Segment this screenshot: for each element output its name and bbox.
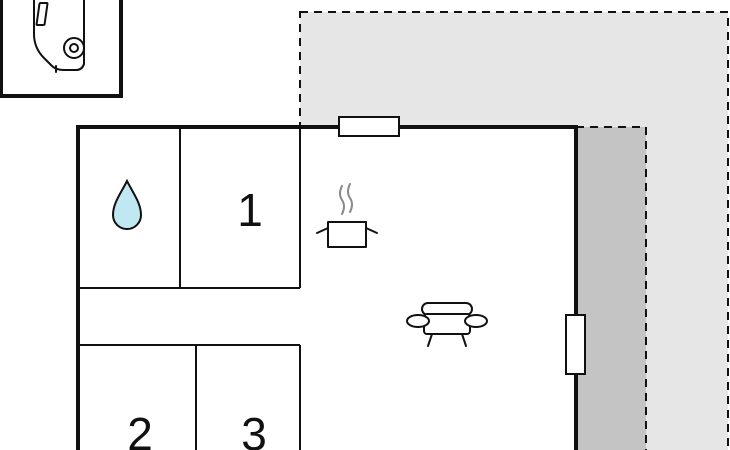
- exterior-walls: [76, 125, 578, 450]
- sofa-icon: [406, 302, 488, 347]
- room-label-3: 3: [241, 408, 267, 450]
- water-drop-icon: [111, 178, 143, 230]
- cooking-pot-icon: [316, 183, 378, 248]
- room-label-1: 1: [237, 184, 263, 236]
- room-label-2: 2: [127, 408, 153, 450]
- parking-box: [0, 0, 123, 98]
- window-icon: [565, 314, 586, 375]
- interior-walls: [78, 127, 301, 450]
- window-icon: [338, 116, 400, 137]
- car-icon: [33, 0, 85, 73]
- terrace-area-inner: [575, 126, 647, 450]
